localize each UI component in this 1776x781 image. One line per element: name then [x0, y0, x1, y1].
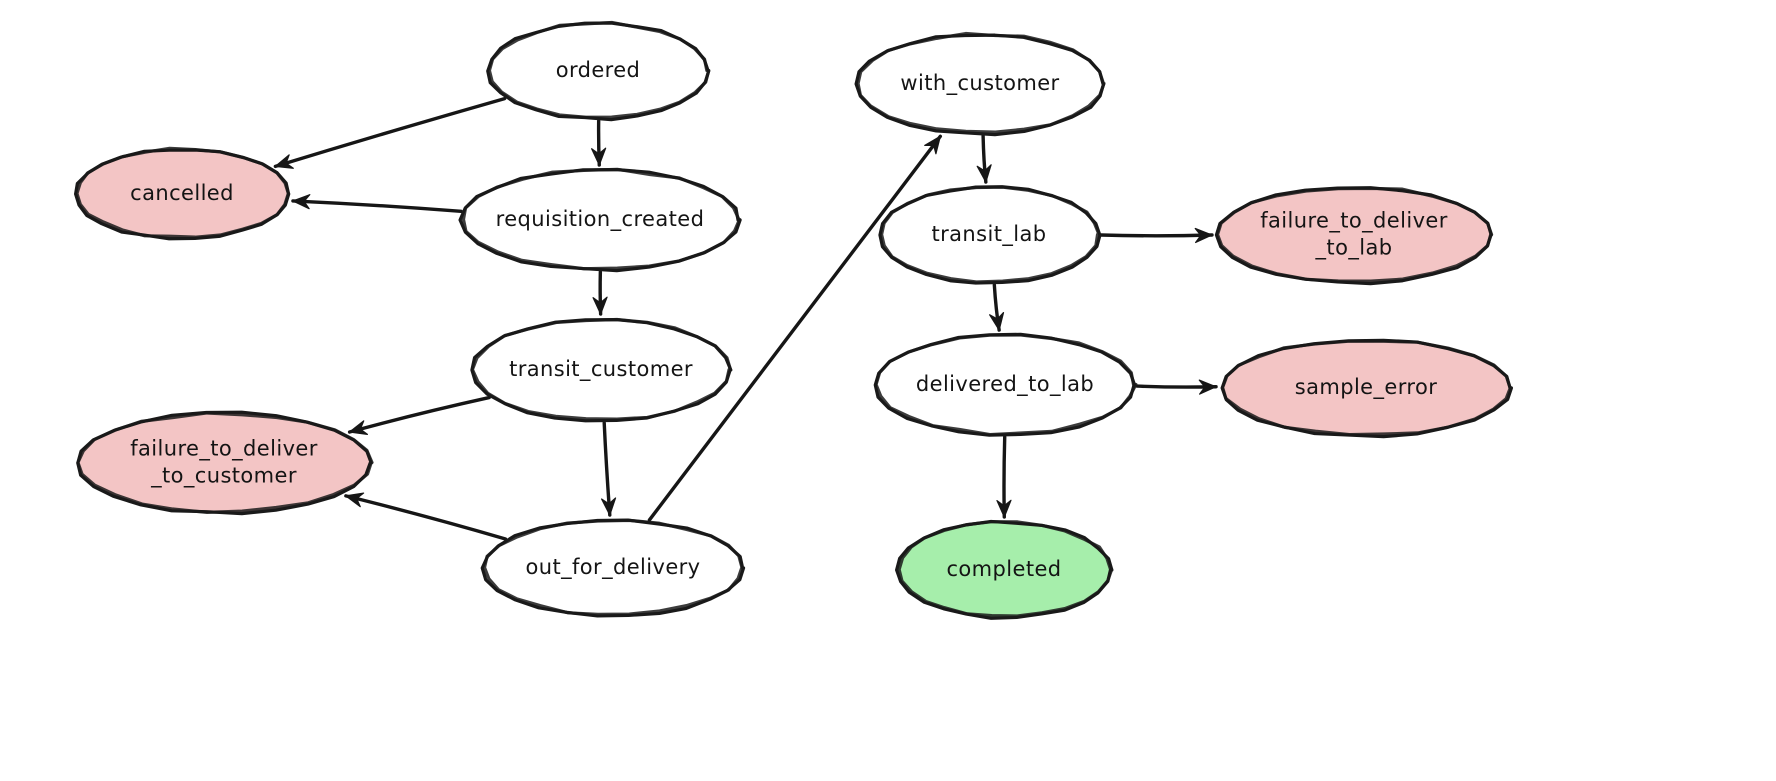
- node-outline-secondary: [482, 518, 744, 616]
- node-fill: [77, 412, 372, 514]
- edge-line: [647, 134, 943, 522]
- node-outline-secondary: [75, 146, 290, 239]
- node-fill: [471, 319, 731, 421]
- node-outline-secondary: [487, 20, 711, 119]
- edge-arrowhead: [1194, 227, 1213, 244]
- node-outline-secondary: [461, 167, 742, 271]
- node-outline-secondary: [874, 333, 1138, 437]
- edge-delivered_to_lab-completed: [996, 435, 1012, 519]
- edges-layer: [273, 96, 1218, 541]
- edge-arrowhead: [591, 147, 607, 166]
- edge-transit_customer-out_for_delivery: [600, 421, 617, 517]
- node-fill: [487, 23, 709, 120]
- node-failure_to_deliver_to_lab[interactable]: failure_to_deliver_to_lab: [1214, 186, 1494, 286]
- node-outline-secondary: [76, 411, 374, 514]
- node-transit_lab[interactable]: transit_lab: [878, 185, 1102, 285]
- node-ordered[interactable]: ordered: [486, 20, 711, 122]
- node-transit_customer[interactable]: transit_customer: [470, 317, 733, 423]
- node-fill: [875, 334, 1135, 435]
- edge-arrowhead: [600, 497, 617, 516]
- node-out_for_delivery[interactable]: out_for_delivery: [480, 518, 746, 618]
- node-fill: [879, 187, 1100, 283]
- node-outline-secondary: [856, 31, 1106, 134]
- edge-with_customer-transit_lab: [976, 134, 992, 184]
- edge-arrowhead: [976, 164, 992, 183]
- node-fill: [896, 521, 1112, 618]
- edge-arrowhead: [274, 154, 294, 169]
- edge-requisition_created-transit_customer: [592, 270, 608, 316]
- node-outline-secondary: [1215, 186, 1494, 283]
- edge-arrowhead: [292, 194, 311, 210]
- nodes-layer: orderedcancelledrequisition_createdtrans…: [74, 20, 1514, 620]
- node-outline-secondary: [1221, 339, 1513, 437]
- edge-arrowhead: [348, 420, 369, 436]
- edge-line: [347, 395, 491, 434]
- node-requisition_created[interactable]: requisition_created: [458, 167, 742, 273]
- edge-arrowhead: [924, 135, 941, 155]
- node-fill: [856, 34, 1104, 135]
- edge-line: [344, 494, 508, 541]
- edge-line: [273, 96, 507, 169]
- edge-arrowhead: [345, 492, 365, 508]
- edge-line: [1099, 233, 1214, 238]
- node-fill: [1216, 187, 1492, 284]
- edge-transit_lab-delivered_to_lab: [989, 283, 1005, 332]
- edge-ordered-requisition_created: [591, 119, 607, 167]
- node-cancelled[interactable]: cancelled: [74, 146, 291, 241]
- edge-arrowhead: [1198, 379, 1217, 395]
- node-sample_error[interactable]: sample_error: [1220, 338, 1514, 439]
- node-with_customer[interactable]: with_customer: [854, 31, 1106, 137]
- node-delivered_to_lab[interactable]: delivered_to_lab: [873, 332, 1138, 437]
- edge-transit_lab-failure_to_deliver_to_lab: [1099, 227, 1214, 244]
- edge-arrowhead: [996, 499, 1012, 518]
- edge-requisition_created-cancelled: [291, 194, 463, 214]
- edge-arrowhead: [989, 311, 1005, 331]
- edge-line: [291, 199, 463, 214]
- node-outline-secondary: [897, 520, 1114, 618]
- edge-ordered-cancelled: [273, 96, 507, 169]
- edge-transit_customer-failure_to_deliver_to_customer: [347, 395, 491, 436]
- node-outline-secondary: [470, 317, 733, 421]
- edge-arrowhead: [592, 296, 608, 315]
- edge-out_for_delivery-failure_to_deliver_to_customer: [344, 492, 508, 541]
- node-fill: [482, 520, 744, 616]
- edge-out_for_delivery-with_customer: [647, 134, 943, 522]
- node-fill: [460, 169, 740, 271]
- node-completed[interactable]: completed: [895, 519, 1114, 620]
- node-fill: [75, 149, 289, 239]
- node-fill: [1221, 340, 1512, 437]
- node-failure_to_deliver_to_customer[interactable]: failure_to_deliver_to_customer: [76, 410, 374, 516]
- node-outline-secondary: [879, 185, 1101, 284]
- edge-delivered_to_lab-sample_error: [1135, 379, 1218, 395]
